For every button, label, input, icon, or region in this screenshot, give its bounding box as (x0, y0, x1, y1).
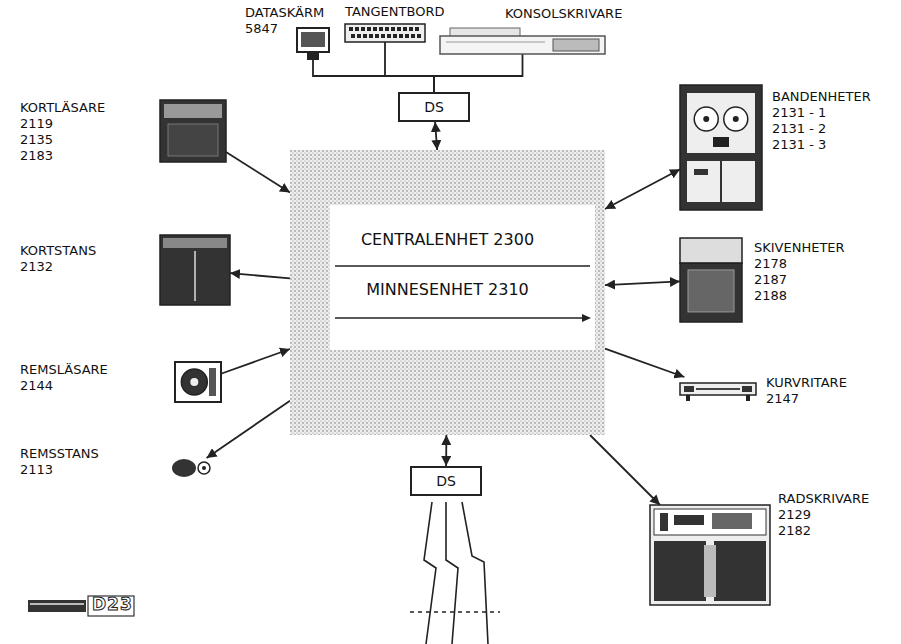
connector (221, 349, 290, 374)
model-number: 2183 (20, 148, 105, 164)
model-number: 2119 (20, 116, 105, 132)
device-illustration (345, 24, 425, 42)
unit-title: CENTRALENHET 2300 (290, 230, 605, 250)
unit-label: KONSOLSKRIVARE (505, 6, 622, 22)
unit-label: TANGENTBORD (345, 4, 444, 20)
model-number: 2131 - 1 (772, 105, 871, 121)
model-number: 2135 (20, 132, 105, 148)
peripheral-unit: SKIVENHETER217821872188 (680, 238, 742, 322)
unit-name: TANGENTBORD (345, 4, 444, 20)
unit-label: KORTSTANS2132 (20, 243, 96, 275)
unit-label: REMSLÄSARE2144 (20, 362, 108, 394)
unit-name: RADSKRIVARE (778, 491, 869, 507)
unit-name: BANDENHETER (772, 89, 871, 105)
unit-label: REMSSTANS2113 (20, 446, 99, 478)
connector (230, 273, 290, 278)
device-illustration (160, 235, 230, 305)
model-number: 2147 (766, 391, 847, 407)
connector (605, 281, 680, 285)
ds-label: DS (424, 99, 444, 115)
ds-box: DS (398, 92, 470, 122)
connector (434, 54, 523, 92)
unit-name: REMSSTANS (20, 446, 99, 462)
ds-label: DS (436, 473, 456, 489)
connector (226, 152, 290, 193)
unit-label: KORTLÄSARE211921352183 (20, 100, 105, 164)
peripheral-unit: KURVRITARE2147 (680, 377, 756, 401)
connector (605, 349, 684, 377)
peripheral-unit: REMSSTANS2113 (172, 458, 212, 478)
unit-name: KONSOLSKRIVARE (505, 6, 622, 22)
peripheral-unit: REMSLÄSARE2144 (175, 362, 221, 402)
connector (435, 122, 437, 150)
peripheral-unit: TANGENTBORD (345, 24, 425, 42)
model-number: 2131 - 3 (772, 137, 871, 153)
device-illustration (680, 85, 762, 210)
model-number: 5847 (245, 21, 324, 37)
unit-name: KORTLÄSARE (20, 100, 105, 116)
telecom-lines (410, 502, 500, 644)
model-number: 2178 (754, 256, 845, 272)
device-illustration (295, 28, 331, 60)
peripheral-unit: RADSKRIVARE21292182 (650, 505, 770, 605)
connector (605, 169, 680, 209)
connector (207, 401, 290, 458)
model-number: 2113 (20, 462, 99, 478)
ds-box: DS (410, 466, 482, 496)
unit-name: REMSLÄSARE (20, 362, 108, 378)
device-illustration (650, 505, 770, 605)
model-number: 2188 (754, 288, 845, 304)
peripheral-unit: KORTLÄSARE211921352183 (160, 100, 226, 162)
unit-label: BANDENHETER2131 - 12131 - 22131 - 3 (772, 89, 871, 153)
unit-name: MINNESENHET 2310 (366, 280, 529, 299)
unit-title: MINNESENHET 2310 (290, 280, 605, 300)
device-illustration (172, 458, 212, 478)
model-number: 2187 (754, 272, 845, 288)
device-illustration (160, 100, 226, 162)
peripheral-unit: KONSOLSKRIVARE (440, 28, 605, 54)
peripheral-unit: KORTSTANS2132 (160, 235, 230, 305)
device-illustration (175, 362, 221, 402)
model-number: 2182 (778, 523, 869, 539)
unit-name: KURVRITARE (766, 375, 847, 391)
connector (445, 435, 447, 466)
unit-label: KURVRITARE2147 (766, 375, 847, 407)
device-illustration (440, 28, 605, 54)
connector (590, 435, 660, 505)
model-number: 2144 (20, 378, 108, 394)
unit-name: DATASKÄRM (245, 5, 324, 21)
connector (385, 42, 434, 92)
peripheral-unit: BANDENHETER2131 - 12131 - 22131 - 3 (680, 85, 762, 210)
logo-text: D23 (92, 594, 133, 614)
unit-name: SKIVENHETER (754, 240, 845, 256)
device-illustration (680, 238, 742, 322)
model-number: 2132 (20, 259, 96, 275)
unit-name: KORTSTANS (20, 243, 96, 259)
model-number: 2129 (778, 507, 869, 523)
device-illustration (680, 377, 756, 401)
unit-name: CENTRALENHET 2300 (361, 230, 534, 249)
unit-label: DATASKÄRM5847 (245, 5, 324, 37)
unit-label: SKIVENHETER217821872188 (754, 240, 845, 304)
unit-label: RADSKRIVARE21292182 (778, 491, 869, 539)
peripheral-unit: DATASKÄRM5847 (295, 28, 331, 60)
model-number: 2131 - 2 (772, 121, 871, 137)
central-unit: CENTRALENHET 2300MINNESENHET 2310 (290, 150, 605, 435)
